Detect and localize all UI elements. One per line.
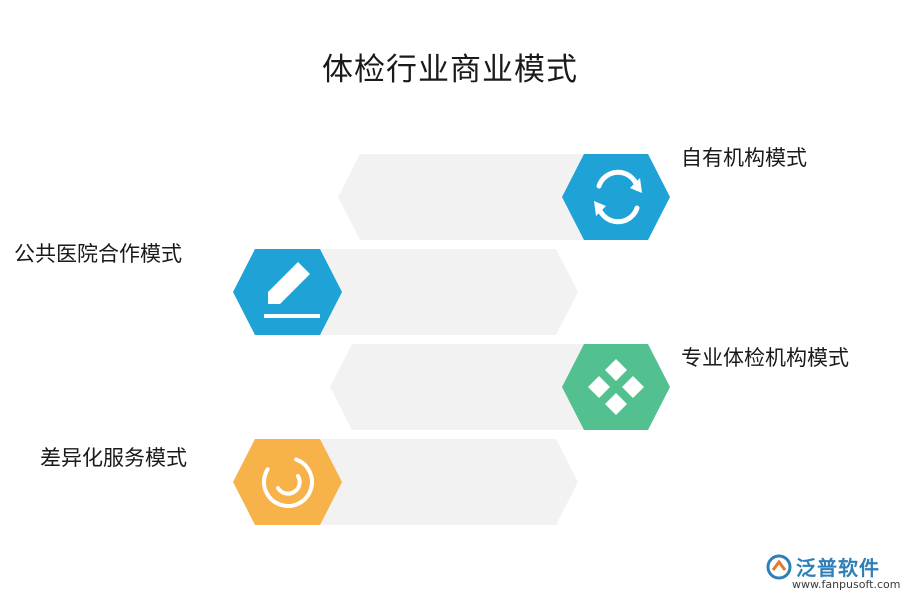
hex-1 — [562, 154, 670, 240]
banner-2 — [290, 249, 578, 335]
pencil-icon — [264, 262, 320, 318]
label-hospital-cooperation: 公共医院合作模式 — [14, 242, 182, 266]
label-differentiated-service: 差异化服务模式 — [40, 446, 187, 470]
hex-3 — [562, 344, 670, 430]
brand-name: 泛普软件 — [796, 556, 880, 580]
banner-1 — [338, 154, 640, 240]
page-title: 体检行业商业模式 — [322, 52, 578, 88]
brand-mark-icon — [766, 554, 792, 580]
row-1 — [338, 154, 670, 240]
brand-url: www.fanpusoft.com — [792, 578, 900, 591]
row-2 — [233, 249, 578, 335]
row-3 — [330, 344, 670, 430]
row-4 — [233, 439, 578, 525]
banner-3 — [330, 344, 640, 430]
refresh-icon — [594, 169, 642, 225]
circle-arc-icon — [262, 456, 314, 509]
label-professional-institution: 专业体检机构模式 — [681, 346, 849, 370]
brand-logo: 泛普软件 www.fanpusoft.com — [766, 552, 900, 596]
banner-4 — [290, 439, 578, 525]
diamond-grid-icon — [588, 359, 644, 415]
label-self-owned: 自有机构模式 — [681, 146, 807, 170]
hex-4 — [233, 439, 342, 525]
